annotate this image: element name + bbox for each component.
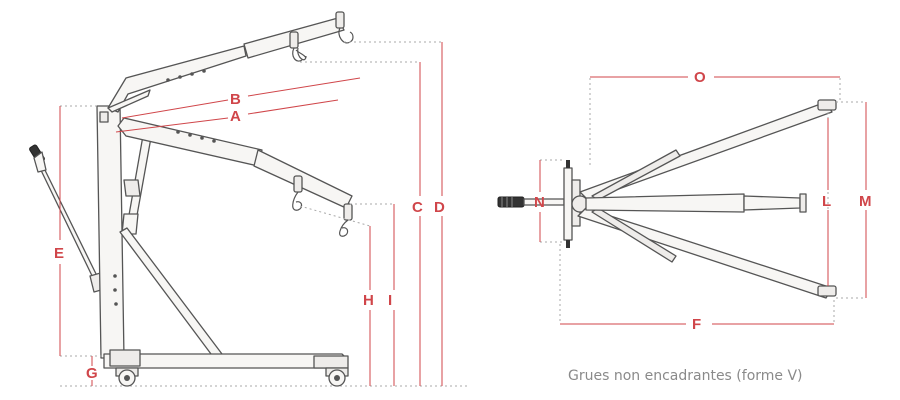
mast-plate bbox=[563, 167, 573, 241]
top-pump-handle bbox=[497, 196, 565, 208]
label-f: F bbox=[692, 316, 701, 333]
label-n: N bbox=[534, 194, 545, 211]
label-b: B bbox=[230, 91, 241, 108]
v-leg-lower bbox=[577, 207, 833, 299]
caption: Grues non encadrantes (forme V) bbox=[568, 368, 803, 384]
top-boom bbox=[585, 193, 745, 213]
side-view: E G B A H I C D bbox=[29, 11, 470, 387]
top-caster-upper bbox=[817, 99, 837, 111]
label-m: M bbox=[859, 193, 872, 210]
label-d: D bbox=[434, 199, 445, 216]
front-wheel bbox=[325, 367, 349, 387]
top-caster-lower bbox=[817, 285, 837, 297]
boom-lowered bbox=[117, 117, 353, 237]
mast-cap bbox=[99, 111, 109, 123]
rear-wheel bbox=[115, 367, 139, 387]
hydraulic-ram bbox=[121, 129, 153, 235]
boom-raised bbox=[107, 11, 354, 113]
front-caster-mount bbox=[313, 355, 349, 369]
label-i: I bbox=[388, 292, 392, 309]
label-e: E bbox=[54, 245, 64, 262]
label-c: C bbox=[412, 199, 423, 216]
base-clamp bbox=[109, 349, 141, 367]
label-a: A bbox=[230, 108, 241, 125]
label-o: O bbox=[694, 69, 706, 86]
label-h: H bbox=[363, 292, 374, 309]
pump-handle bbox=[29, 144, 109, 293]
label-l: L bbox=[822, 193, 831, 210]
top-view: O N L M F Grues non encadrantes (forme V… bbox=[497, 69, 872, 384]
label-g: G bbox=[86, 365, 98, 382]
diagonal-brace bbox=[119, 227, 223, 359]
